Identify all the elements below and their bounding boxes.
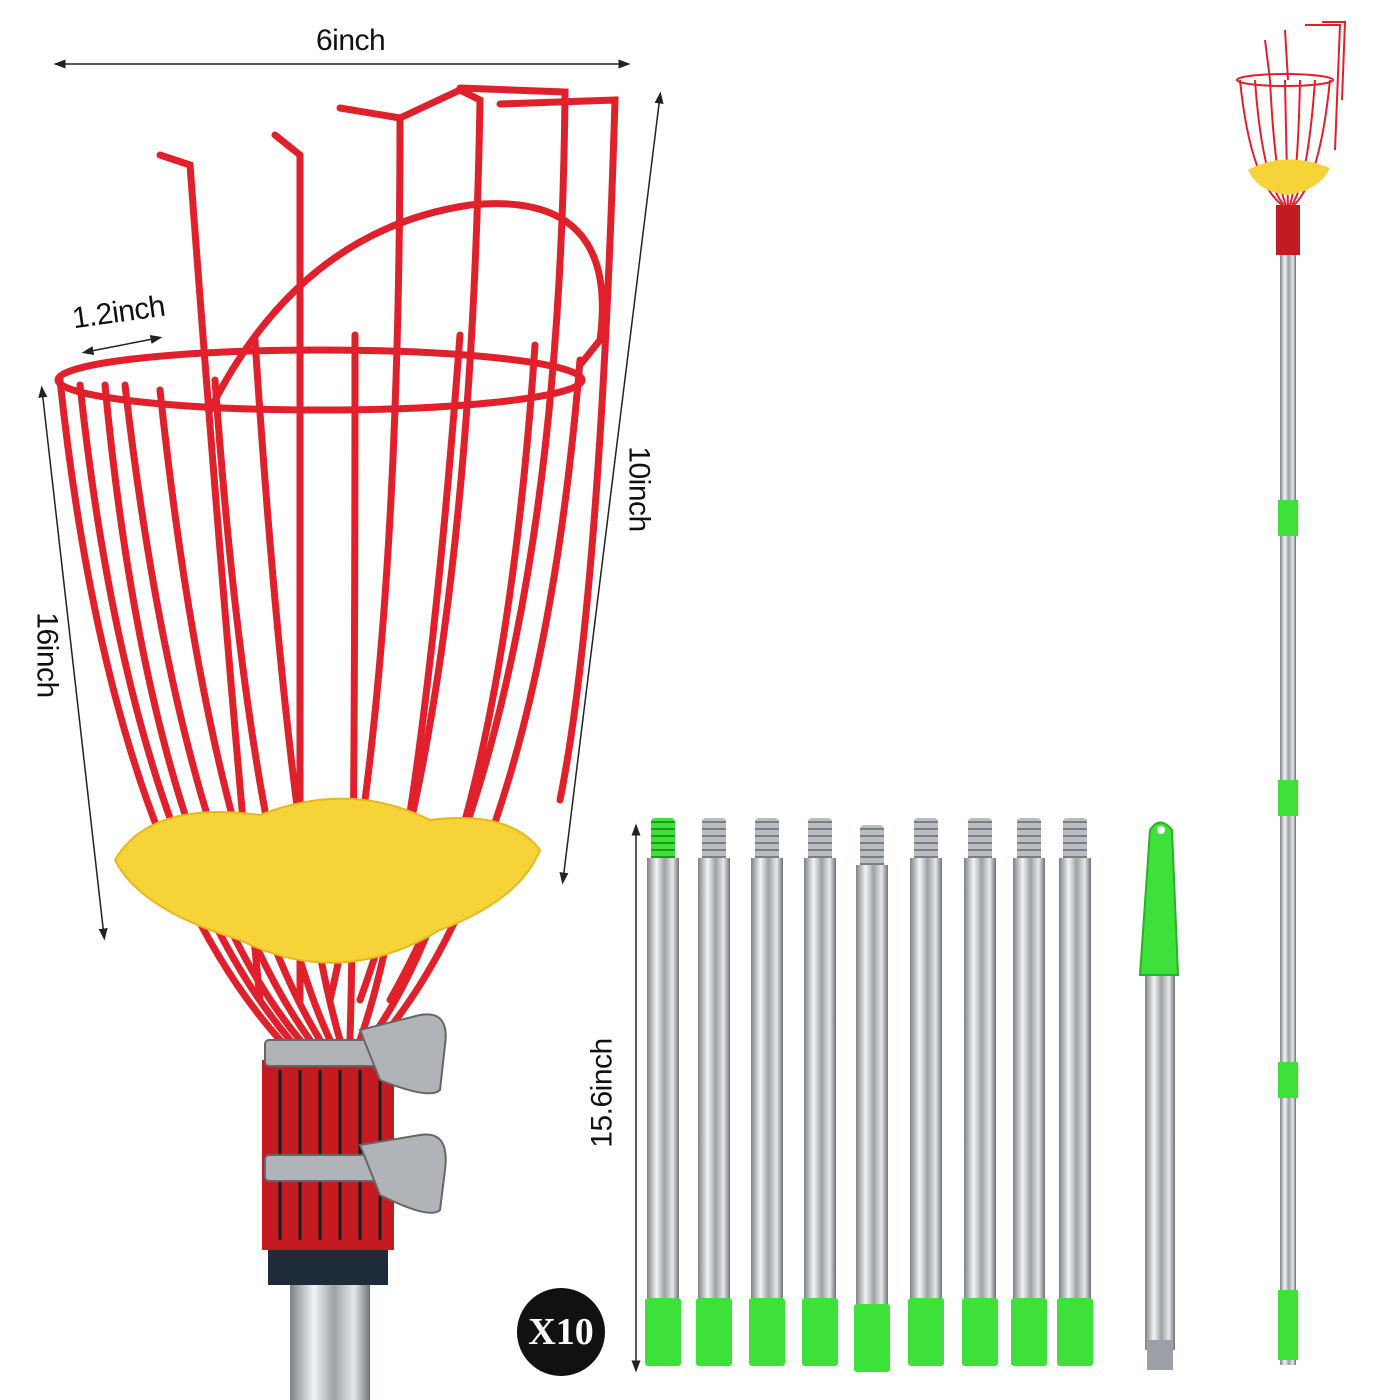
hose-clamp bbox=[264, 1013, 447, 1214]
pole-end-cap bbox=[802, 1298, 838, 1366]
pole-section bbox=[645, 818, 681, 1366]
fruit-picker-basket bbox=[54, 84, 619, 1400]
pole-section bbox=[1011, 818, 1047, 1366]
pole-section bbox=[854, 825, 890, 1372]
handle-pole bbox=[1138, 821, 1180, 1370]
pole-end-cap bbox=[645, 1298, 681, 1366]
basket-side-label: 16inch bbox=[30, 612, 64, 698]
assembled-fruit-picker bbox=[1236, 21, 1347, 1365]
pole-length-label: 15.6inch bbox=[585, 1038, 619, 1148]
pole-sections bbox=[645, 818, 1093, 1372]
quantity-badge: X10 bbox=[517, 1288, 605, 1376]
pole-section bbox=[802, 818, 838, 1366]
pole-section bbox=[749, 818, 785, 1366]
pole-section bbox=[962, 818, 998, 1366]
pole-end-cap bbox=[696, 1298, 732, 1366]
pole-end-cap bbox=[1011, 1298, 1047, 1366]
pole-end-cap bbox=[854, 1304, 890, 1372]
pole-end-cap bbox=[1057, 1298, 1093, 1366]
width-label: 6inch bbox=[316, 24, 386, 57]
pole-end-cap bbox=[908, 1298, 944, 1366]
dimension-lines bbox=[38, 59, 664, 1373]
pole-section bbox=[1057, 818, 1093, 1366]
basket-height-label: 10inch bbox=[622, 446, 656, 532]
pole-section bbox=[696, 818, 732, 1366]
pole-end-cap bbox=[962, 1298, 998, 1366]
pole-section bbox=[908, 818, 944, 1366]
pole-end-cap bbox=[749, 1298, 785, 1366]
